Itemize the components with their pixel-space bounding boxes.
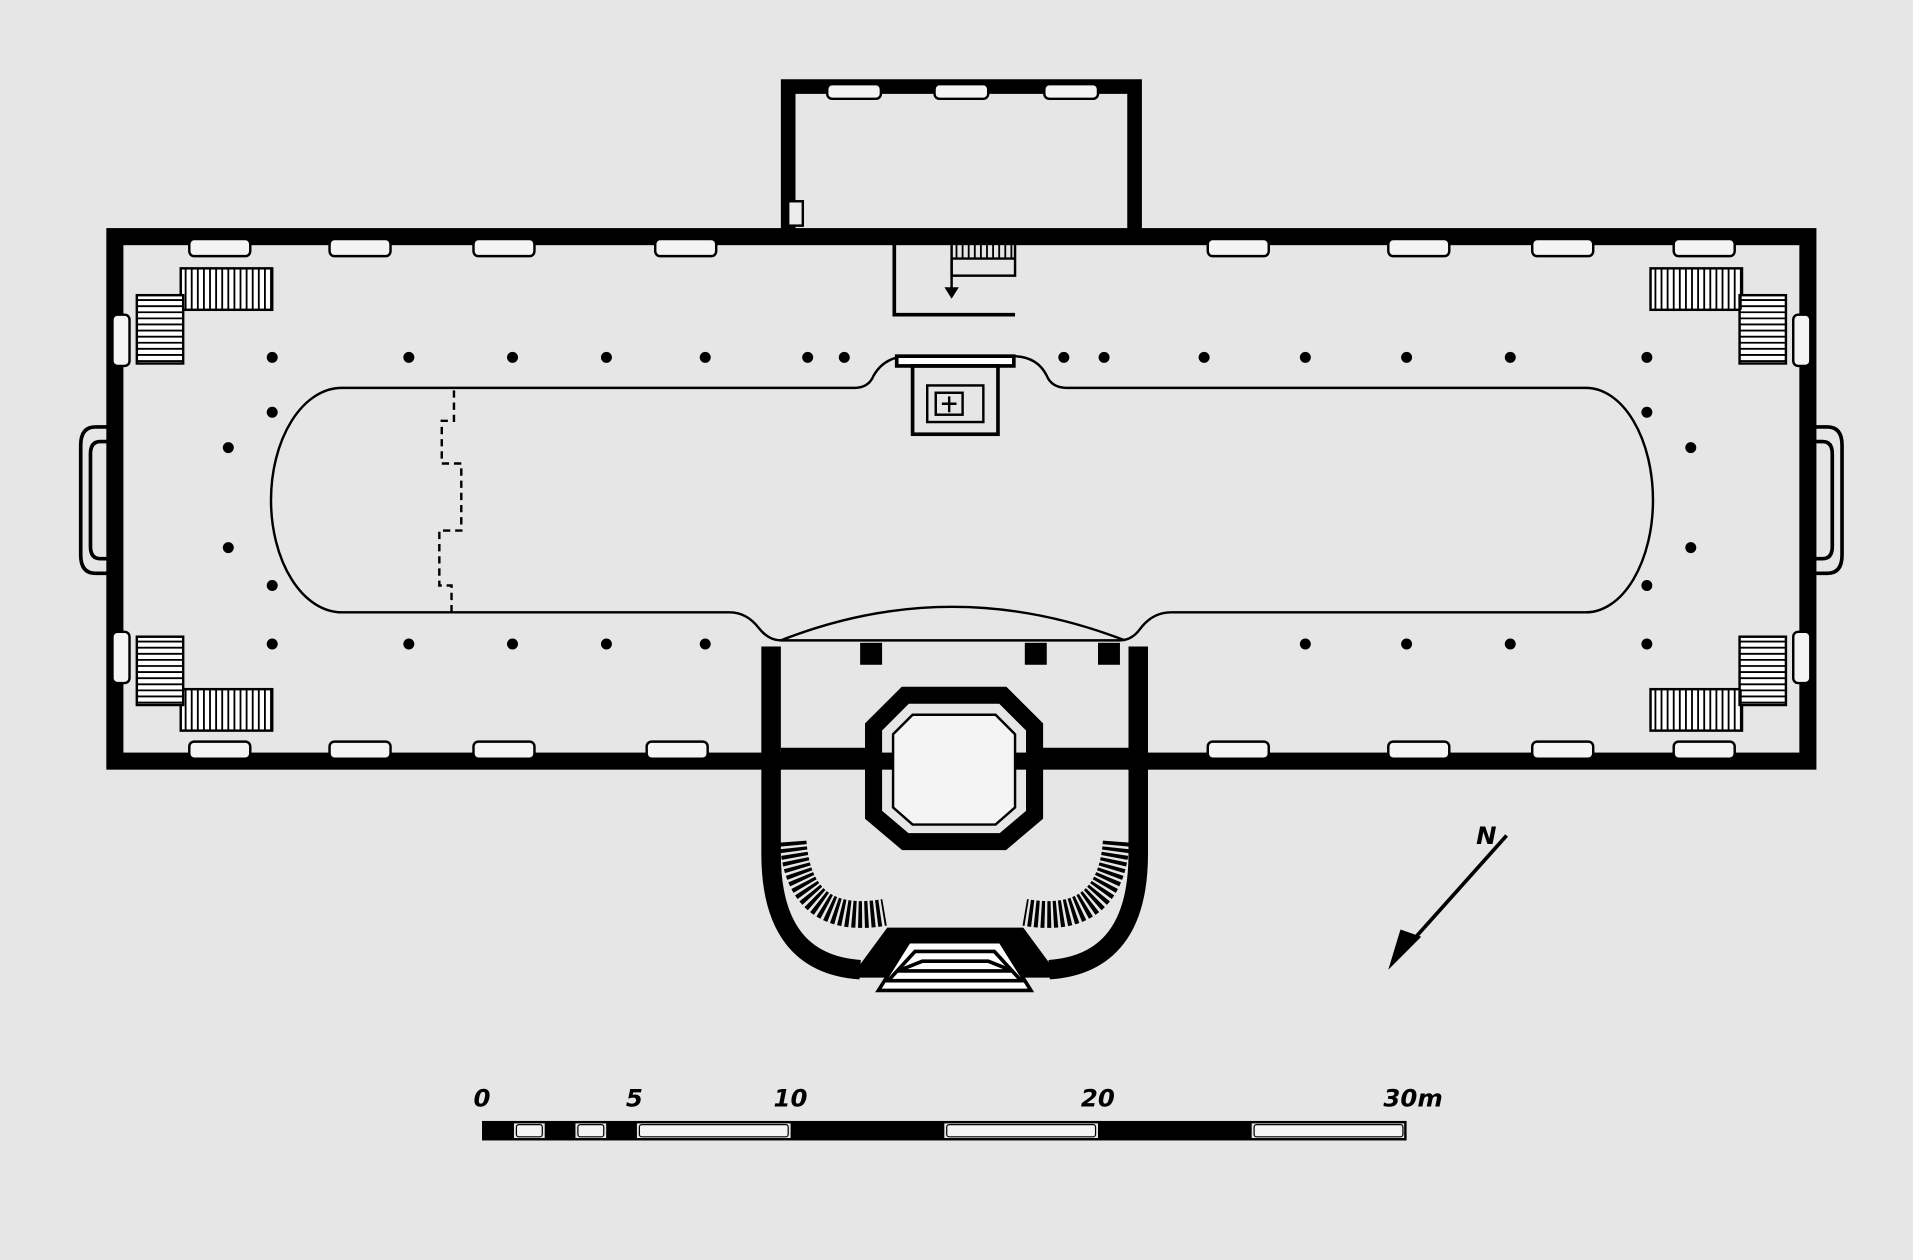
column bbox=[1401, 351, 1413, 363]
column bbox=[1641, 351, 1653, 363]
column bbox=[1641, 579, 1653, 591]
windows bbox=[111, 82, 1812, 760]
column bbox=[507, 351, 519, 363]
column bbox=[838, 351, 850, 363]
columns bbox=[222, 351, 1697, 650]
column bbox=[266, 579, 278, 591]
column bbox=[403, 351, 415, 363]
column bbox=[1685, 442, 1697, 454]
scale-bar: 0 5 10 20 30m bbox=[473, 1083, 1443, 1141]
column bbox=[600, 638, 612, 650]
column bbox=[1299, 351, 1311, 363]
column bbox=[1098, 351, 1110, 363]
scale-label-0: 0 bbox=[473, 1083, 490, 1112]
column bbox=[1504, 638, 1516, 650]
scale-label-10: 10 bbox=[774, 1083, 808, 1112]
column bbox=[507, 638, 519, 650]
column bbox=[1058, 351, 1070, 363]
stair-treads bbox=[136, 241, 1786, 731]
partition-dashed bbox=[438, 390, 463, 613]
scale-label-20: 20 bbox=[1081, 1083, 1115, 1112]
arena-course bbox=[269, 354, 1655, 642]
scale-segment bbox=[1253, 1123, 1404, 1138]
column bbox=[1504, 351, 1516, 363]
scale-label-30: 30m bbox=[1383, 1083, 1442, 1112]
column bbox=[222, 542, 234, 554]
arrow-head-icon bbox=[1388, 929, 1422, 970]
side-apses bbox=[78, 425, 1844, 576]
scale-segment bbox=[606, 1122, 637, 1140]
annex-door bbox=[786, 200, 805, 227]
column bbox=[403, 638, 415, 650]
scale-segment bbox=[577, 1123, 605, 1138]
podium bbox=[910, 364, 1000, 437]
pier bbox=[1024, 642, 1047, 665]
scale-segment bbox=[544, 1122, 576, 1140]
column bbox=[802, 351, 814, 363]
scale-segment bbox=[790, 1122, 945, 1140]
column bbox=[266, 351, 278, 363]
scale-segment bbox=[515, 1123, 543, 1138]
rear-stair-wall bbox=[892, 243, 1016, 317]
scale-segment bbox=[946, 1123, 1097, 1138]
column bbox=[1641, 638, 1653, 650]
column bbox=[222, 442, 234, 454]
scale-segment bbox=[638, 1123, 789, 1138]
column bbox=[699, 638, 711, 650]
column bbox=[266, 406, 278, 418]
corner-stairs bbox=[135, 267, 1788, 732]
column bbox=[266, 638, 278, 650]
entry-steps bbox=[850, 927, 1061, 993]
column bbox=[600, 351, 612, 363]
column bbox=[1641, 406, 1653, 418]
pier bbox=[860, 642, 883, 665]
column bbox=[1299, 638, 1311, 650]
scale-label-5: 5 bbox=[626, 1083, 643, 1112]
cross-icon bbox=[941, 396, 957, 413]
column bbox=[1401, 638, 1413, 650]
pier bbox=[1097, 642, 1120, 665]
front-arc bbox=[780, 605, 1126, 642]
front-tower bbox=[761, 642, 1149, 993]
north-label: N bbox=[1476, 821, 1496, 850]
scale-segment bbox=[1097, 1122, 1252, 1140]
scale-segment bbox=[483, 1122, 514, 1140]
column bbox=[699, 351, 711, 363]
rear-annex-wall bbox=[780, 79, 1142, 240]
main-hall bbox=[106, 79, 1817, 770]
column bbox=[1685, 542, 1697, 554]
column bbox=[1198, 351, 1210, 363]
stair-arrow-icon bbox=[944, 287, 959, 299]
north-arrow: N bbox=[1388, 821, 1508, 970]
cross-box bbox=[934, 391, 964, 416]
